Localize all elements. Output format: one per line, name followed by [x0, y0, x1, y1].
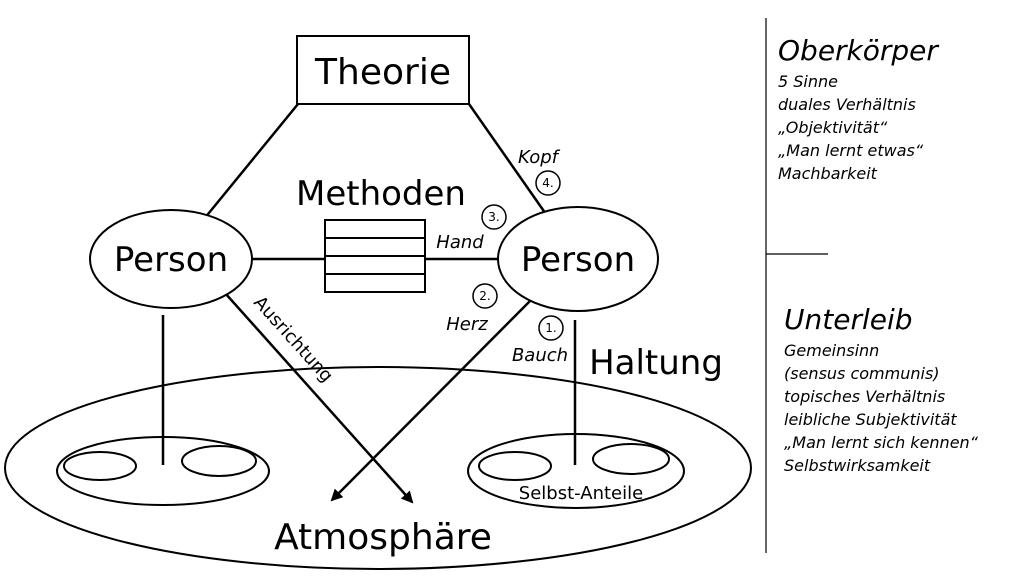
small-ellipse-left-1 [63, 451, 137, 481]
edge-theorie-person-left [203, 103, 299, 220]
small-ellipse-left-2 [181, 445, 257, 477]
marker-4-label: 4. [542, 176, 553, 190]
theorie-box [296, 35, 470, 105]
theorie-label: Theorie [314, 52, 451, 93]
herz-label: Herz [446, 314, 488, 335]
methoden-label: Methoden [296, 174, 466, 214]
selbst-anteile-label: Selbst-Anteile [519, 483, 643, 504]
marker-2-label: 2. [479, 289, 490, 303]
person-right-ellipse [497, 206, 659, 312]
unterleib-line: „Man lernt sich kennen“ [784, 433, 978, 452]
person-left-ellipse [89, 209, 253, 309]
marker-1-label: 1. [545, 321, 556, 335]
bauch-label: Bauch [512, 345, 568, 366]
oberkoerper-line: „Man lernt etwas“ [778, 141, 924, 160]
oberkoerper-line: 5 Sinne [778, 72, 838, 91]
person-left-label: Person [114, 240, 228, 280]
person-right-label: Person [521, 240, 635, 280]
sidebar-oberkoerper: Oberkörper 5 Sinne duales Verhältnis „Ob… [778, 34, 938, 185]
oberkoerper-line: Machbarkeit [778, 164, 877, 183]
hand-label: Hand [436, 232, 484, 253]
unterleib-heading: Unterleib [784, 303, 913, 336]
sidebar-unterleib: Unterleib Gemeinsinn (sensus communis) t… [784, 303, 978, 477]
atmosphaere-label: Atmosphäre [274, 517, 492, 558]
atmosphere-ellipse [4, 366, 752, 570]
oberkoerper-heading: Oberkörper [778, 34, 938, 67]
unterleib-line: (sensus communis) [784, 364, 940, 383]
methoden-grid [324, 219, 426, 293]
small-ellipse-right-1 [478, 451, 552, 481]
marker-4: 4. [535, 170, 561, 196]
oberkoerper-line: „Objektivität“ [778, 118, 888, 137]
kopf-label: Kopf [518, 147, 561, 168]
marker-2: 2. [472, 283, 498, 309]
edge-theorie-person-right [467, 103, 550, 218]
arrow-ausrichtung [224, 292, 414, 504]
oberkoerper-line: duales Verhältnis [778, 95, 916, 114]
unterleib-line: Selbstwirksamkeit [784, 456, 931, 475]
unterleib-line: Gemeinsinn [784, 341, 880, 360]
marker-3: 3. [481, 204, 507, 230]
unterleib-line: topisches Verhältnis [784, 387, 946, 406]
unterleib-line: leibliche Subjektivität [784, 410, 957, 429]
marker-1: 1. [538, 315, 564, 341]
haltung-label: Haltung [589, 343, 723, 383]
arrow-herz [330, 297, 534, 502]
small-ellipse-right-2 [592, 443, 670, 475]
marker-3-label: 3. [488, 210, 499, 224]
